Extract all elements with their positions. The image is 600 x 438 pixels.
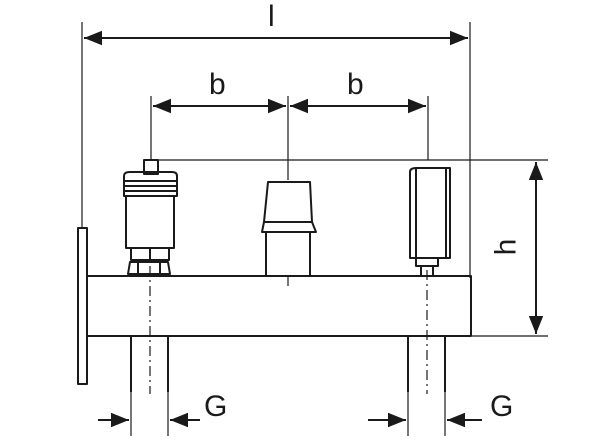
spacing-label-right: b [347, 68, 364, 101]
center-plug [261, 181, 317, 277]
centre-lines [149, 266, 428, 394]
outlet-pipes [130, 336, 446, 392]
wall-flange [77, 227, 88, 385]
length-label: l [268, 0, 275, 33]
thread-label-right: G [490, 390, 514, 423]
thread-label-left: G [204, 390, 228, 423]
manifold-body [86, 275, 472, 337]
air-vent-valve [123, 159, 178, 275]
spacing-label-left: b [209, 68, 226, 101]
height-label: h [489, 238, 523, 256]
sensor-housing [409, 167, 451, 277]
dimension-lines [84, 30, 544, 428]
